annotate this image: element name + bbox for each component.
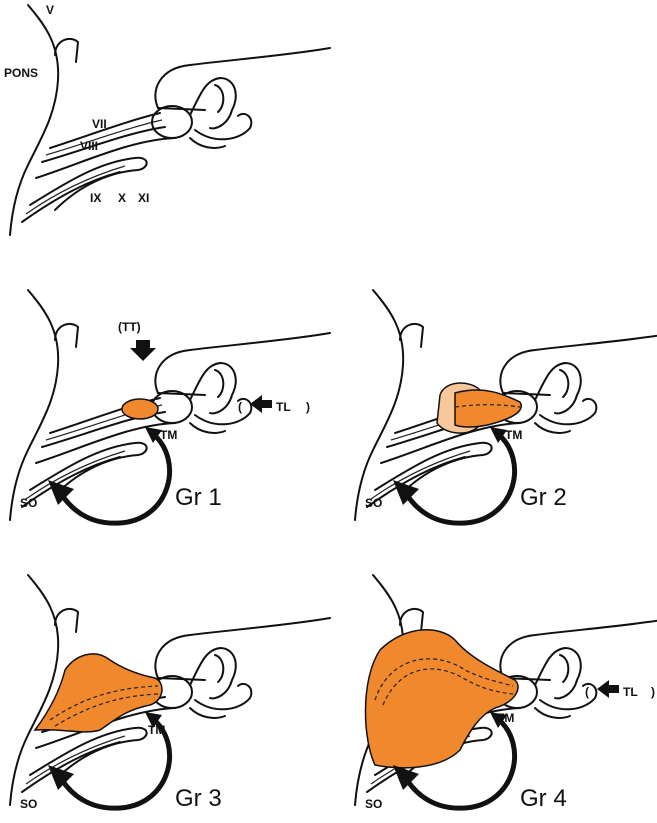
svg-text:(: ( — [238, 400, 242, 414]
label-tl: TL — [276, 400, 291, 414]
panel-grade-4: ( TL ) TM SO Gr 4 — [354, 574, 657, 812]
label-vii: VII — [92, 117, 107, 131]
label-viii: VIII — [80, 139, 98, 153]
label-so: SO — [20, 496, 37, 510]
grade-label: Gr 1 — [175, 484, 222, 511]
tumor — [364, 629, 519, 769]
panel-grade-3: TM SO Gr 3 — [9, 574, 331, 812]
tumor — [121, 398, 159, 420]
tl-arrow-icon — [597, 680, 619, 698]
label-ix: IX — [90, 191, 101, 205]
label-tm: TM — [160, 428, 177, 442]
panel-grade-1: (TT) ( TL ) TM SO Gr 1 — [9, 289, 331, 523]
label-tt: (TT) — [118, 320, 141, 334]
label-so: SO — [365, 797, 382, 811]
svg-text:): ) — [306, 400, 310, 414]
label-so: SO — [365, 496, 382, 510]
label-so: SO — [20, 797, 37, 811]
svg-text:(: ( — [585, 685, 589, 699]
tumor — [454, 389, 522, 428]
panel-grade-2: TM SO Gr 2 — [354, 289, 657, 523]
label-v: V — [46, 3, 54, 17]
label-x: X — [118, 191, 126, 205]
tumor — [33, 653, 163, 733]
label-tm: TM — [505, 428, 522, 442]
label-tl: TL — [623, 685, 638, 699]
label-tm: TM — [497, 711, 514, 725]
label-xi: XI — [138, 191, 149, 205]
tl-arrow-icon — [250, 395, 272, 413]
svg-text:): ) — [651, 685, 655, 699]
label-tm: TM — [148, 723, 165, 737]
label-pons: PONS — [4, 66, 38, 80]
grade-label: Gr 2 — [520, 484, 567, 511]
grade-label: Gr 3 — [175, 785, 222, 812]
tt-arrow-icon — [130, 340, 156, 361]
reference-panel: V PONS VII VIII IX X XI — [4, 3, 331, 236]
grade-label: Gr 4 — [520, 785, 567, 812]
